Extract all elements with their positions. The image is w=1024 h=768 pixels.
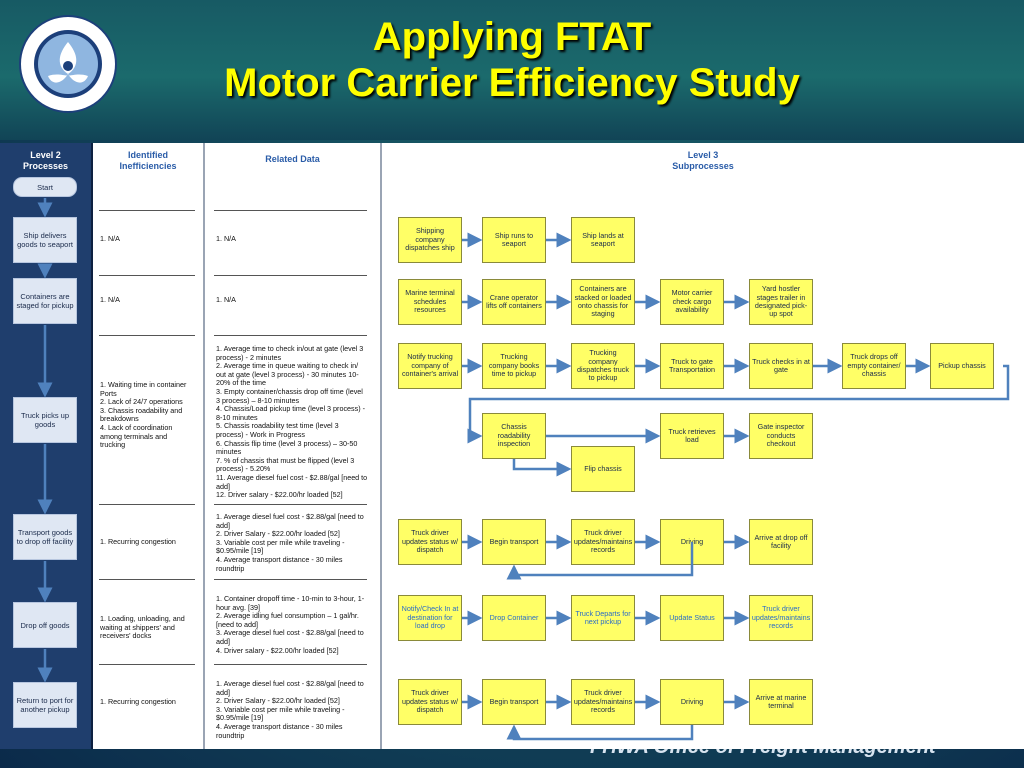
slide-title: Applying FTAT Motor Carrier Efficiency S… [130, 14, 894, 106]
subprocess-box: Begin transport [482, 679, 546, 725]
inefficiency-text: 1. Loading, unloading, and waiting at sh… [100, 614, 185, 641]
related-data-text: 1. Average diesel fuel cost - $2.88/gal … [216, 512, 364, 573]
subprocess-box: Truck driver updates/maintains records [571, 679, 635, 725]
row-divider [214, 579, 367, 580]
level2-process-box: Transport goods to drop off facility [13, 514, 77, 560]
flow-arrows [37, 198, 1010, 741]
subprocess-box: Trucking company dispatches truck to pic… [571, 343, 635, 389]
title-banner [0, 0, 1024, 140]
subprocess-box: Trucking company books time to pickup [482, 343, 546, 389]
subprocess-box: Drop Container [482, 595, 546, 641]
subprocess-box: Truck Departs for next pickup [571, 595, 635, 641]
level2-header: Level 2 Processes [22, 150, 69, 171]
title-line-2: Motor Carrier Efficiency Study [224, 61, 800, 105]
subprocess-box: Update Status [660, 595, 724, 641]
title-line-1: Applying FTAT [372, 15, 652, 59]
subprocess-box: Notify trucking company of container's a… [398, 343, 462, 389]
subprocess-box: Truck driver updates/maintains records [571, 519, 635, 565]
related-data-text: 1. N/A [216, 295, 236, 304]
subprocess-box: Truck retrieves load [660, 413, 724, 459]
subprocess-box: Truck checks in at gate [749, 343, 813, 389]
inefficiency-text: 1. Recurring congestion [100, 537, 176, 546]
flow-arrow [467, 364, 1010, 444]
inefficiency-text: 1. Waiting time in container Ports 2. La… [100, 380, 187, 450]
row-divider [99, 664, 195, 665]
flow-arrow [506, 542, 694, 580]
flow-arrow [512, 459, 572, 477]
row-divider [99, 335, 195, 336]
subprocess-box: Ship runs to seaport [482, 217, 546, 263]
subprocess-box: Containers are stacked or loaded onto ch… [571, 279, 635, 325]
related-data-text: 1. N/A [216, 234, 236, 243]
row-divider [214, 504, 367, 505]
level2-process-box: Ship delivers goods to seaport [13, 217, 77, 263]
process-table: Level 2 Processes Identified Inefficienc… [0, 143, 1024, 749]
column-divider [380, 143, 382, 749]
inefficiencies-header: Identified Inefficiencies [119, 150, 177, 171]
row-divider [99, 210, 195, 211]
subprocess-box: Arrive at marine terminal [749, 679, 813, 725]
subprocess-box: Driving [660, 679, 724, 725]
subprocess-box: Flip chassis [571, 446, 635, 492]
level2-process-box: Containers are staged for pickup [13, 278, 77, 324]
subprocess-box: Truck driver updates status w/ dispatch [398, 519, 462, 565]
subprocess-box: Begin transport [482, 519, 546, 565]
subprocess-box: Gate inspector conducts checkout [749, 413, 813, 459]
subprocess-box: Pickup chassis [930, 343, 994, 389]
column-divider [203, 143, 205, 749]
subprocess-box: Chassis roadability inspection [482, 413, 546, 459]
row-divider [99, 579, 195, 580]
subprocess-box: Shipping company dispatches ship [398, 217, 462, 263]
subprocess-box: Yard hostler stages trailer in designate… [749, 279, 813, 325]
subprocess-box: Arrive at drop off facility [749, 519, 813, 565]
subprocess-box: Truck driver updates status w/ dispatch [398, 679, 462, 725]
row-divider [214, 210, 367, 211]
inefficiency-text: 1. N/A [100, 295, 120, 304]
level3-header: Level 3 Subprocesses [672, 150, 734, 171]
row-divider [99, 504, 195, 505]
dot-seal-icon [18, 14, 118, 114]
related-data-text: 1. Container dropoff time - 10-min to 3-… [216, 594, 365, 655]
level2-process-box: Drop off goods [13, 602, 77, 648]
related-data-text: 1. Average diesel fuel cost - $2.88/gal … [216, 679, 364, 740]
subprocess-box: Motor carrier check cargo availability [660, 279, 724, 325]
row-divider [99, 275, 195, 276]
level2-process-box: Truck picks up goods [13, 397, 77, 443]
row-divider [214, 664, 367, 665]
inefficiency-text: 1. N/A [100, 234, 120, 243]
subprocess-box: Ship lands at seaport [571, 217, 635, 263]
related-data-text: 1. Average time to check in/out at gate … [216, 344, 368, 500]
inefficiency-text: 1. Recurring congestion [100, 697, 176, 706]
subprocess-box: Crane operator lifts off containers [482, 279, 546, 325]
subprocess-box: Truck driver updates/maintains records [749, 595, 813, 641]
subprocess-box: Notify/Check In at destination for load … [398, 595, 462, 641]
flow-arrow [506, 724, 694, 741]
start-node: Start [13, 177, 77, 197]
level2-process-box: Return to port for another pickup [13, 682, 77, 728]
related-data-header: Related Data [265, 154, 320, 164]
row-divider [214, 335, 367, 336]
subprocess-box: Truck to gate Transportation [660, 343, 724, 389]
row-divider [214, 275, 367, 276]
subprocess-box: Marine terminal schedules resources [398, 279, 462, 325]
subprocess-box: Truck drops off empty container/ chassis [842, 343, 906, 389]
